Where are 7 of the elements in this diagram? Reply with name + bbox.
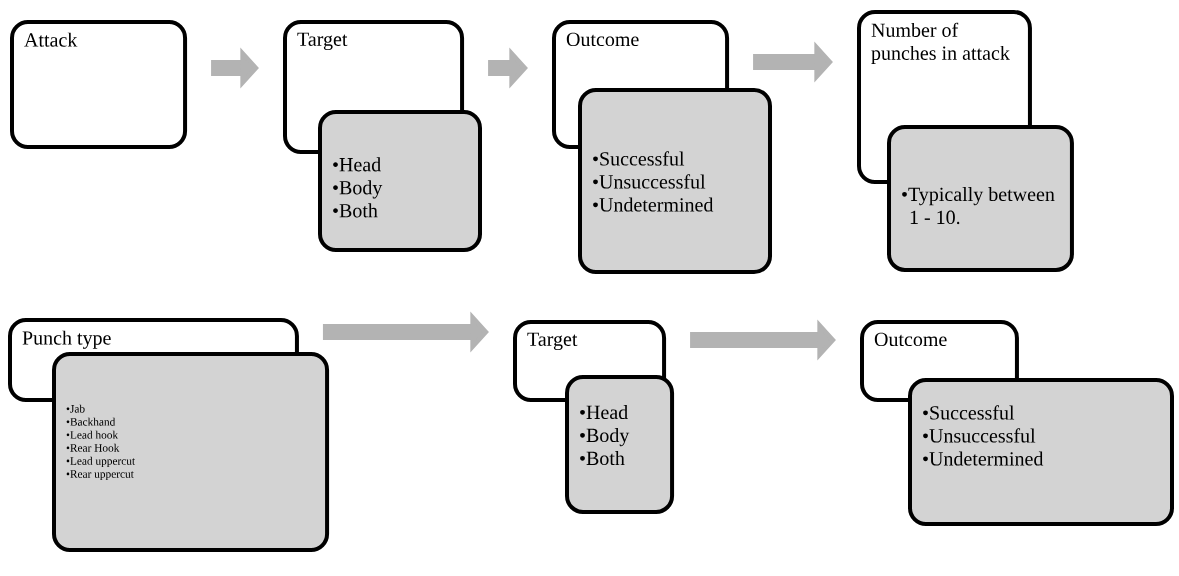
list-box: •Successful •Unsuccessful •Undetermined xyxy=(578,88,772,274)
heading-box: Attack xyxy=(10,20,188,150)
list-box: •Typically between 1 - 10. xyxy=(887,125,1074,272)
list-box: •Head •Body •Both xyxy=(318,110,482,252)
list-box: •Successful •Unsuccessful •Undetermined xyxy=(908,378,1174,526)
list-box: •Jab •Backhand •Lead hook •Rear Hook •Lead uppercut •Rear uppercut xyxy=(52,352,330,552)
list-box: •Head •Body •Both xyxy=(565,375,675,514)
